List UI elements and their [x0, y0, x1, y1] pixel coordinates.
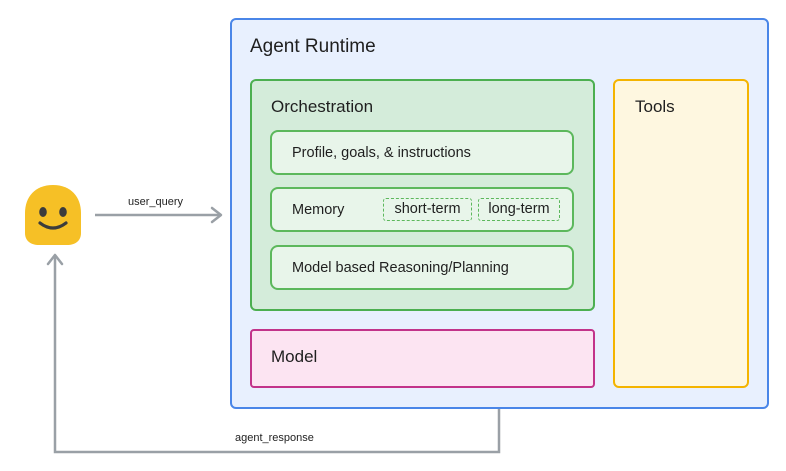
- reasoning-planning-box: [270, 245, 574, 290]
- long-term-memory-tag: long-term: [478, 198, 560, 221]
- agent-runtime-title: Agent Runtime: [250, 36, 376, 57]
- smiley-face-icon: [25, 185, 81, 245]
- user-query-label: user_query: [128, 196, 184, 208]
- model-label: Model: [271, 347, 318, 366]
- short-term-memory-tag: short-term: [383, 198, 472, 221]
- memory-label: Memory: [292, 202, 345, 218]
- tools-label: Tools: [635, 97, 675, 116]
- profile-goals-label: Profile, goals, & instructions: [292, 145, 471, 161]
- agent-response-arrow: [53, 256, 501, 454]
- orchestration-title: Orchestration: [271, 97, 374, 116]
- user-query-arrowhead: [210, 206, 223, 224]
- profile-goals-box: [270, 130, 574, 175]
- model-box: [250, 329, 595, 388]
- agent-response-arrowhead: [46, 253, 64, 266]
- tools-box: [613, 79, 749, 388]
- agent-response-label: agent_response: [235, 432, 314, 444]
- reasoning-planning-label: Model based Reasoning/Planning: [292, 260, 509, 276]
